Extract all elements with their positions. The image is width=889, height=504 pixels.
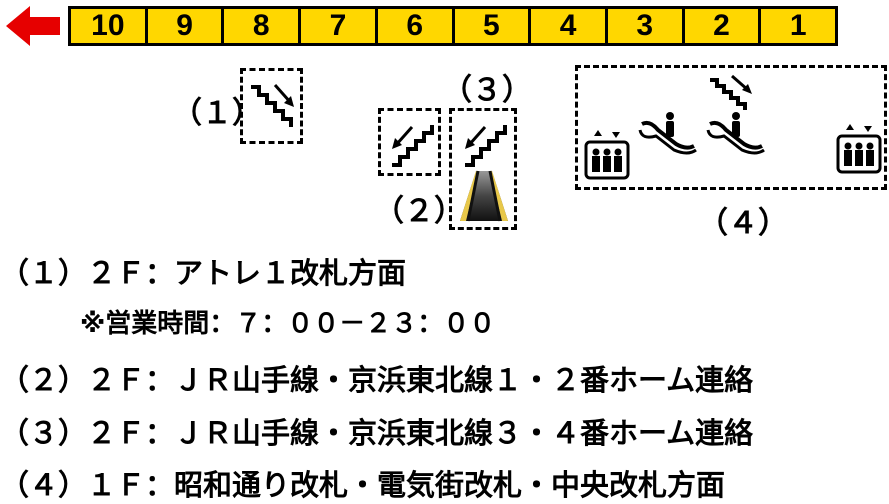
car-number-strip: 10 9 8 7 6 5 4 3 2 1 (68, 6, 839, 46)
left-arrow-icon (4, 4, 62, 48)
stairs-down-icon (706, 72, 758, 116)
escalator-side-icon (636, 110, 700, 158)
exit-1-label: （１） (172, 96, 262, 131)
exit-1-box (240, 68, 303, 144)
car-number: 8 (221, 6, 299, 46)
car-number: 3 (604, 6, 682, 46)
legend-line-4: （４）１Ｆ：昭和通り改札・電気街改札・中央改札方面 (0, 468, 726, 502)
stairs-down-icon (247, 77, 299, 135)
stairs-up-icon (459, 115, 511, 171)
car-number: 7 (298, 6, 375, 46)
car-number: 2 (681, 6, 759, 46)
elevator-icon (584, 128, 630, 180)
car-number: 9 (144, 6, 222, 46)
legend-line-2: （２）２Ｆ：ＪＲ山手線・京浜東北線１・２番ホーム連絡 (0, 363, 754, 397)
car-number: 4 (528, 6, 605, 46)
car-number: 6 (374, 6, 452, 46)
escalator-front-icon (456, 169, 512, 225)
exit-2-box (378, 108, 441, 176)
legend-line-3: （３）２Ｆ：ＪＲ山手線・京浜東北線３・４番ホーム連絡 (0, 416, 754, 450)
car-number: 1 (758, 6, 839, 46)
escalator-side-icon (704, 110, 768, 158)
elevator-icon (836, 122, 882, 174)
legend-line-1: （１）２Ｆ：アトレ１改札方面 (0, 256, 407, 290)
exit-4-label: （４） (698, 206, 788, 241)
car-number: 10 (68, 6, 145, 46)
exit-3-label: （３） (442, 73, 532, 108)
stairs-up-icon (386, 115, 438, 171)
car-number: 5 (451, 6, 529, 46)
exit-4-box (575, 65, 887, 190)
legend-hours-note: ※営業時間：７：００－２３：００ (80, 309, 496, 339)
exit-3-box (449, 108, 517, 230)
